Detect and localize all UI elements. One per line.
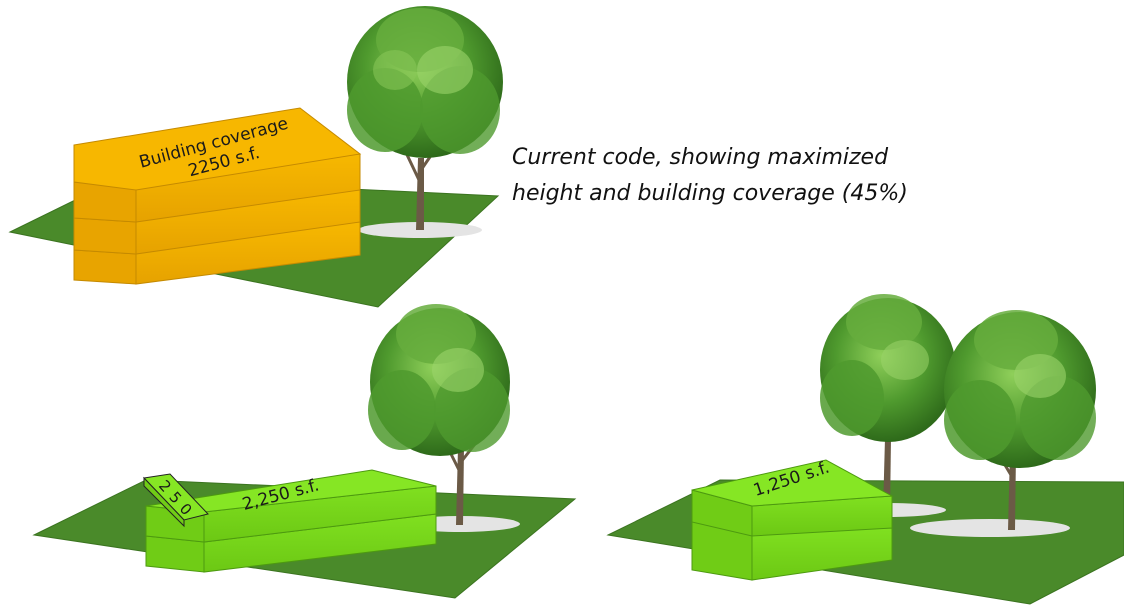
building-massing-green [142,469,437,573]
roof-top [691,459,894,507]
building-massing-orange [73,107,362,285]
tree-icon [368,304,510,525]
scenario-alternative-a: 250 2,250 s.f. [32,304,577,599]
tree-icon [820,294,956,512]
floor-side [73,249,137,285]
tree-icon [944,310,1096,530]
caption: Current code, showing maximized height a… [512,140,982,212]
roof-top [73,107,362,191]
caption-line2: height and building coverage (45%) [512,181,908,206]
tree-shadow [910,519,1070,537]
scenario-current-code: Building coverage 2250 s.f. [8,6,503,308]
scenario-alternative-b: 1,250 s.f. [606,294,1124,605]
building-massing-green [691,459,894,581]
caption-line1: Current code, showing maximized [512,145,889,170]
tree-icon [347,6,503,230]
